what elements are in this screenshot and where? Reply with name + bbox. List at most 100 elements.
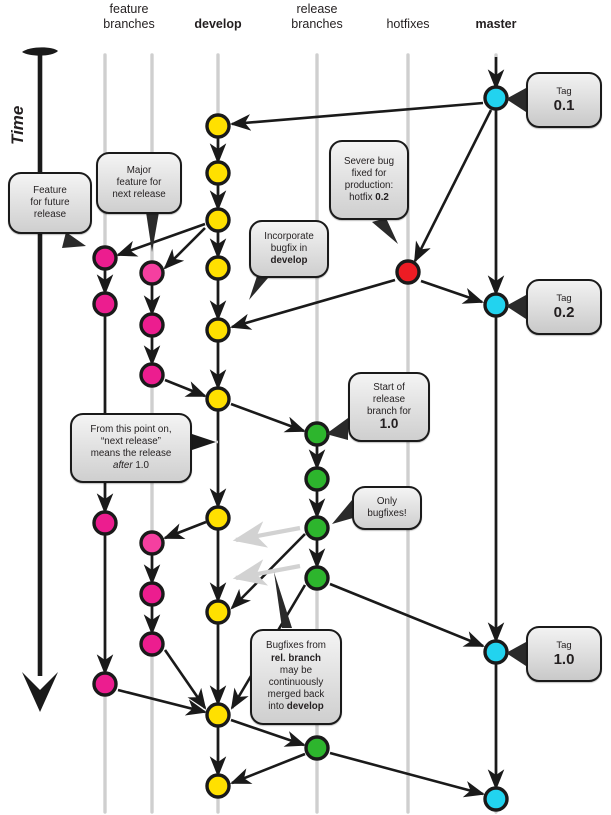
callout-bugfixmerge-line4: continuously	[268, 677, 324, 688]
commit-develop-7	[205, 599, 231, 625]
callout-incorporate-bugfix[interactable]: Incorporate bugfix in develop	[249, 220, 329, 278]
commit-develop-2	[205, 207, 231, 233]
tail-major-feature	[146, 212, 159, 252]
tail-next-release	[192, 434, 216, 450]
callout-major-feature-line3: next release	[112, 189, 166, 201]
callout-startrel-line3: branch for	[366, 406, 412, 417]
edge-develop2-to-feature2a	[163, 227, 206, 270]
column-header-release: release branches	[277, 2, 357, 32]
edge-hotfix0-to-master1	[420, 279, 484, 304]
callout-only-bugfixes[interactable]: Only bugfixes!	[352, 486, 422, 530]
tail-severe-bug	[372, 218, 398, 244]
tag-0-2[interactable]: Tag 0.2	[526, 279, 602, 335]
tail-bugfix-merge	[274, 572, 292, 628]
time-axis-arrow	[22, 47, 58, 712]
edge-develop6-to-feature2d	[163, 520, 207, 540]
callout-incorporate-line1: Incorporate	[264, 230, 314, 242]
callout-bugfixmerge-line5: merged back	[267, 689, 325, 701]
commit-release-0	[304, 421, 330, 447]
commit-master-final	[483, 786, 509, 812]
callout-severe-bug[interactable]: Severe bug fixed for production: hotfix …	[329, 140, 409, 220]
edge-master0-to-hotfix0	[413, 109, 493, 263]
column-header-feature-line1: feature	[109, 2, 149, 16]
callout-bugfixmerge-line6: into	[268, 701, 287, 713]
commit-develop-0	[205, 113, 231, 139]
tail-start-release	[326, 418, 348, 440]
commit-master-1.0	[483, 639, 509, 665]
commit-feature2-b	[139, 312, 165, 338]
commit-feature2-a	[139, 260, 165, 286]
commit-release-4	[304, 735, 330, 761]
commit-release-2	[304, 515, 330, 541]
callout-severe-line3: production:	[344, 180, 394, 191]
tag-1-0[interactable]: Tag 1.0	[526, 626, 602, 682]
callout-nextrel-line1: From this point on,	[90, 423, 172, 435]
commit-hotfix-0	[395, 259, 421, 285]
tail-feature-future	[62, 232, 86, 248]
callout-bugfixmerge-develop: develop	[286, 701, 324, 713]
commit-master-0.1	[483, 85, 509, 111]
callout-bugfixes-merged-back[interactable]: Bugfixes from rel. branch may be continu…	[250, 629, 342, 725]
commit-develop-1	[205, 160, 231, 186]
column-header-develop: develop	[178, 17, 258, 32]
commit-develop-8	[205, 702, 231, 728]
callout-tails	[62, 88, 526, 666]
commit-feature2-c	[139, 362, 165, 388]
tail-only-bugfixes	[332, 500, 353, 524]
callout-feature-future-line2: for future	[30, 196, 70, 208]
column-header-release-line1: release	[296, 2, 338, 16]
commit-feature2-f	[139, 631, 165, 657]
callout-feature-future[interactable]: Feature for future release	[8, 172, 92, 234]
edge-develop2-to-feature1a	[116, 222, 206, 257]
callout-incorporate-line3: develop	[270, 255, 308, 267]
callout-bugfixmerge-line2: rel. branch	[270, 652, 322, 664]
column-header-hotfixes-line1: hotfixes	[386, 17, 430, 31]
tag-0-1-version: 0.1	[553, 97, 575, 114]
commit-feature1-b	[92, 291, 118, 317]
callout-nextrel-version: 1.0	[132, 460, 149, 472]
commit-nodes	[92, 85, 509, 812]
commit-feature1-d	[92, 671, 118, 697]
callout-startrel-line1: Start of	[373, 381, 405, 393]
commit-develop-3	[205, 255, 231, 281]
edge-feature2-c-develop5	[164, 378, 207, 398]
callout-major-feature-line2: feature for	[116, 176, 162, 188]
edge-release4-to-develop9	[230, 752, 306, 785]
callout-start-release-branch[interactable]: Start of release branch for 1.0	[348, 372, 430, 442]
callout-severe-hotfix-version: 0.2	[375, 192, 389, 204]
edge-feature1-d-develop8	[117, 688, 208, 716]
tail-tag-0-1	[506, 88, 526, 112]
column-header-master-line1: master	[475, 17, 517, 31]
callout-bugfixmerge-line3: may be	[279, 664, 313, 676]
column-header-hotfixes: hotfixes	[368, 17, 448, 32]
commit-feature1-a	[92, 245, 118, 271]
tail-tag-0-2	[506, 295, 526, 319]
callout-major-feature[interactable]: Major feature for next release	[96, 152, 182, 214]
edge-faded-1	[232, 521, 301, 548]
tag-0-2-label: Tag	[556, 293, 572, 304]
commit-feature1-c	[92, 510, 118, 536]
edge-feature2-f-develop8	[163, 649, 207, 710]
tag-0-1[interactable]: Tag 0.1	[526, 72, 602, 128]
edge-hotfix0-to-develop3	[230, 278, 396, 330]
tag-0-2-version: 0.2	[553, 304, 575, 321]
callout-startrel-line2: release	[372, 393, 406, 405]
faded-backmerge-arrows	[232, 521, 301, 586]
edge-release4-to-master3	[329, 751, 486, 798]
commit-feature2-e	[139, 581, 165, 607]
callout-severe-line2: fixed for	[351, 167, 387, 179]
tail-tag-1-0	[506, 642, 526, 666]
callout-bugfixmerge-line1: Bugfixes from	[266, 640, 326, 652]
commit-develop-9	[205, 773, 231, 799]
commit-feature2-d	[139, 530, 165, 556]
tag-0-1-label: Tag	[556, 86, 572, 97]
callout-onlybugfixes-line1: Only	[376, 495, 398, 507]
commit-develop-6	[205, 505, 231, 531]
callout-onlybugfixes-line2: bugfixes!	[367, 508, 407, 519]
callout-nextrel-line2: “next release”	[101, 435, 161, 447]
column-header-develop-line1: develop	[194, 17, 242, 31]
callout-next-release-meaning[interactable]: From this point on, “next release” means…	[70, 413, 192, 483]
column-header-feature: feature branches	[89, 2, 169, 32]
